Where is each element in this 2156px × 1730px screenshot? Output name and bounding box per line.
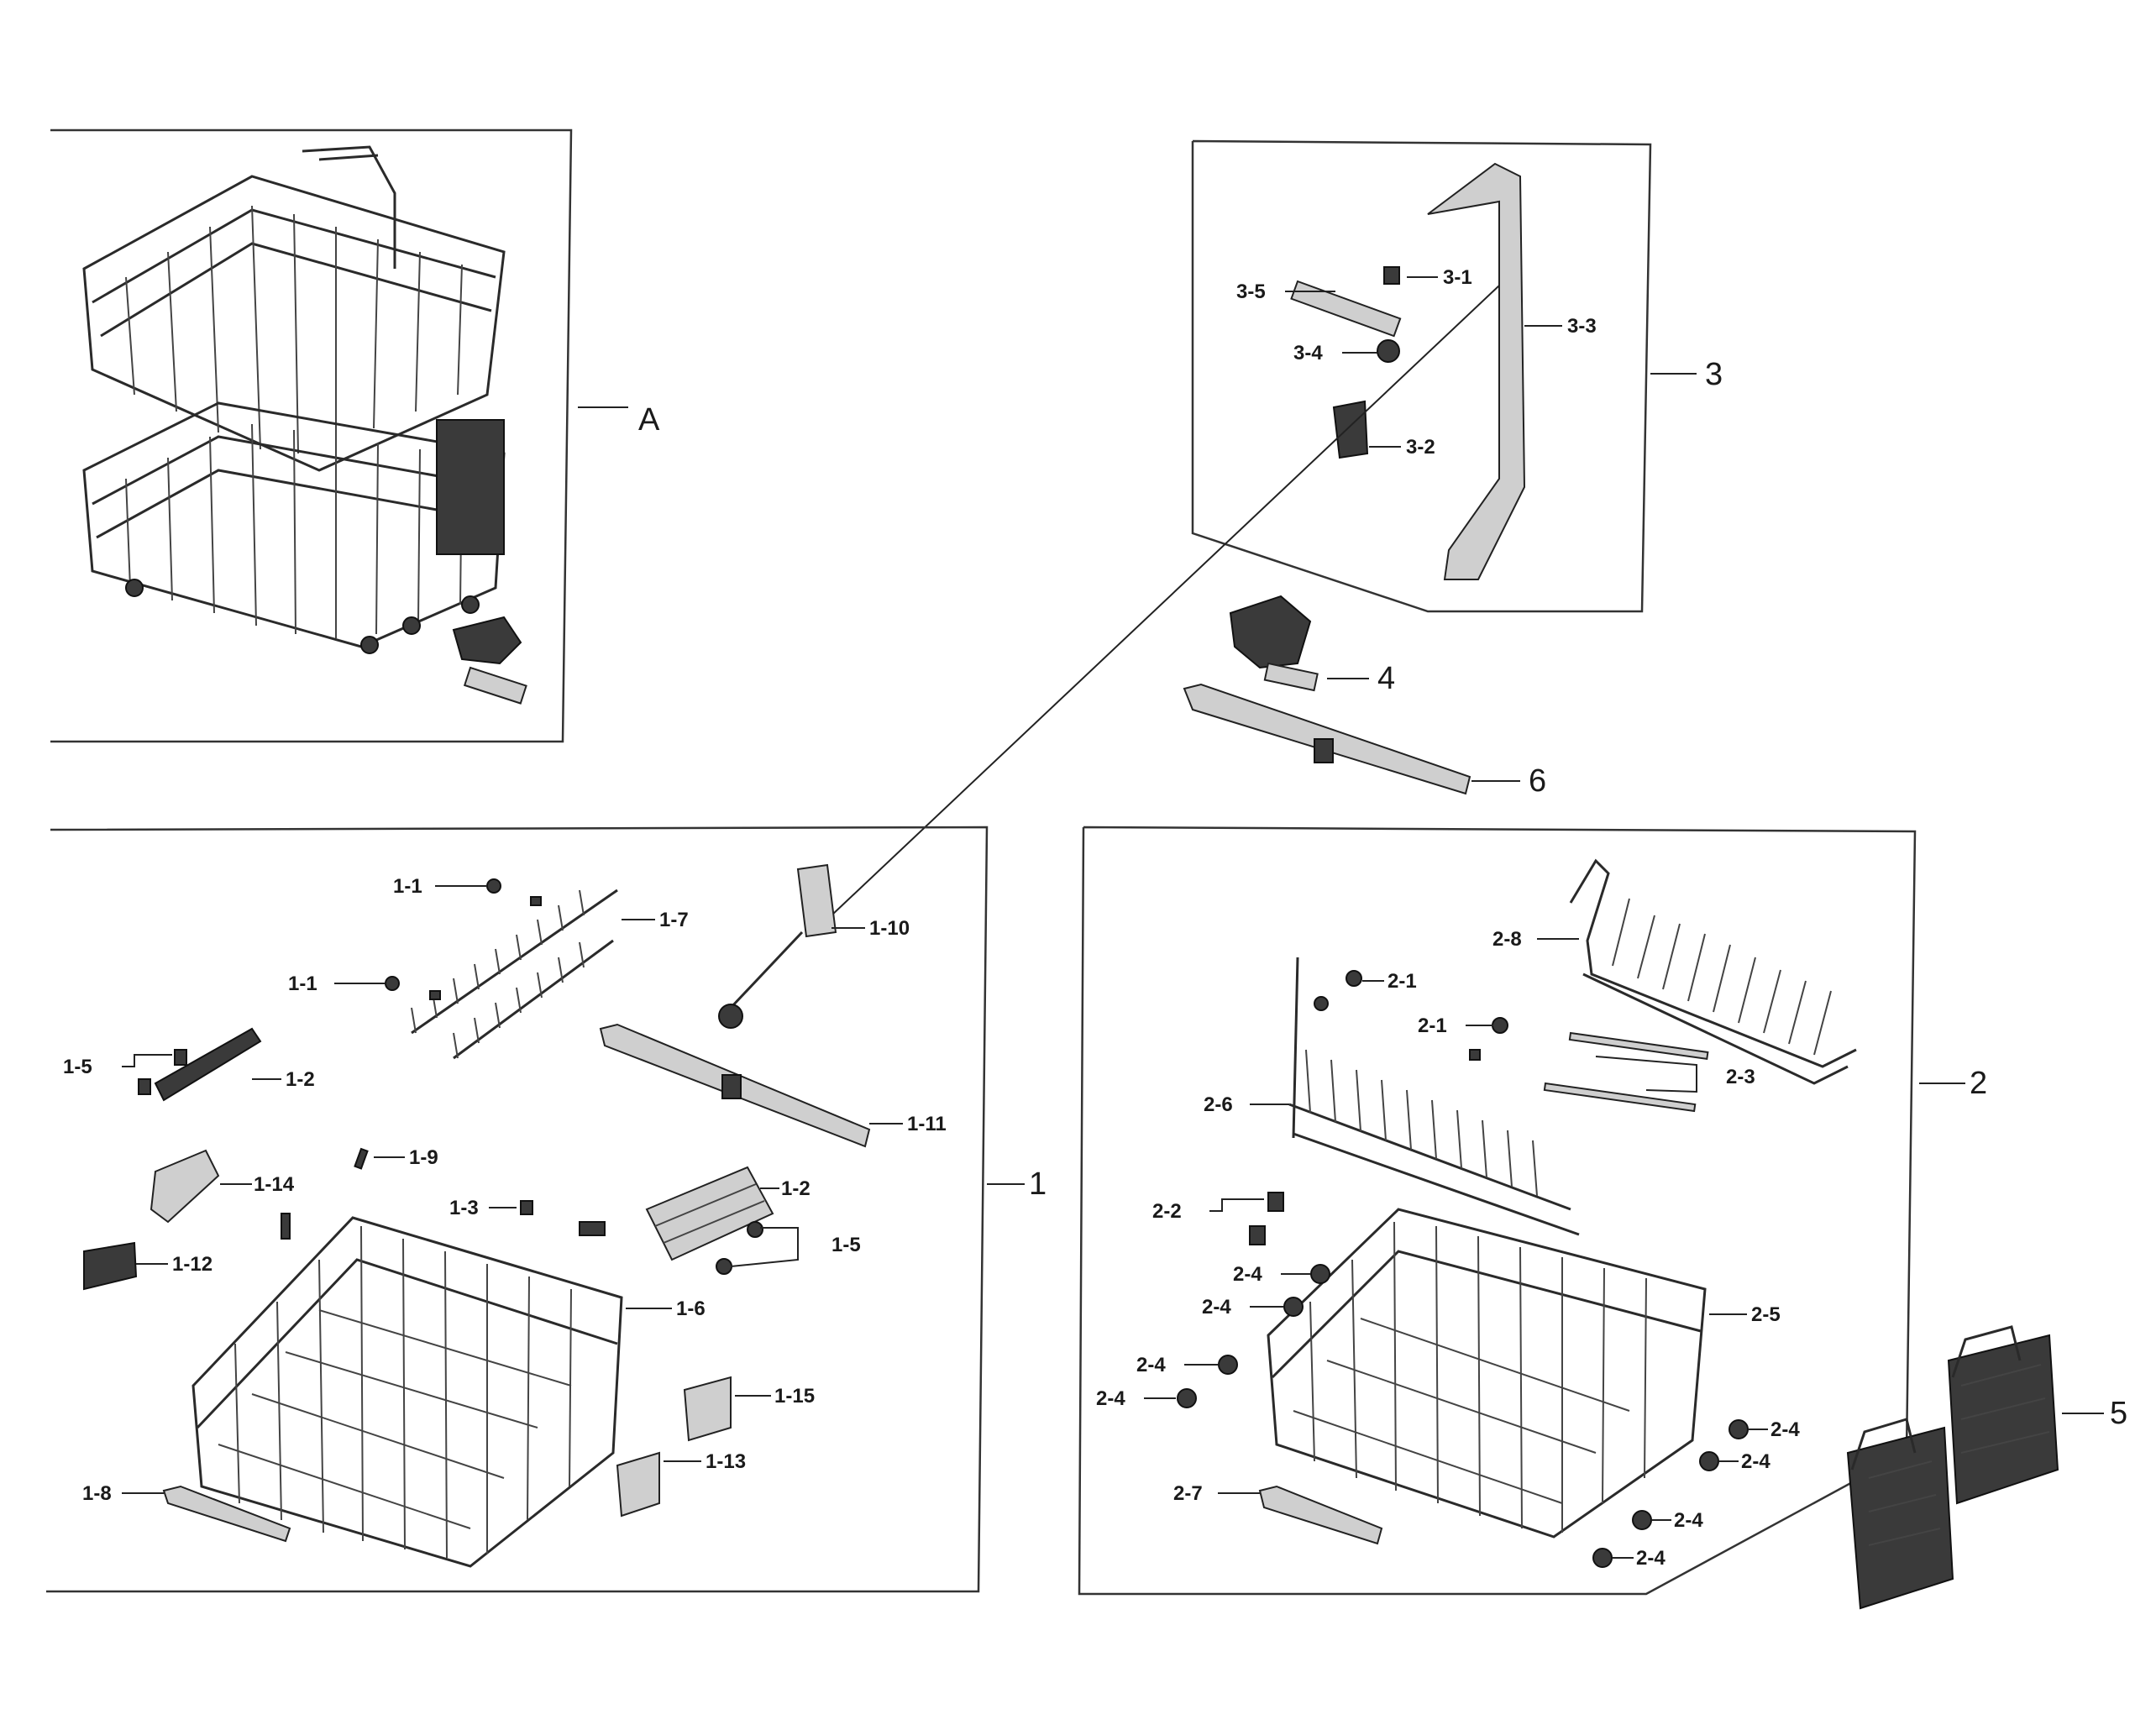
lower-rack-1-6-illustration [191,1216,623,1568]
part-1-9-shape [354,1147,369,1170]
basket-2-5-illustration [1267,1208,1707,1539]
group-2-frame [1078,826,1917,1596]
label-2-4-a: 2-4 [1233,1263,1262,1286]
group-1-assembly: 1-1 1-1 1-7 1-10 1-11 1-5 1-2 1-9 1-14 1… [46,826,1047,1593]
part-2-3b-shape [1543,1082,1697,1113]
label-1: 1 [1029,1166,1047,1202]
label-1-3: 1-3 [449,1197,479,1219]
label-2-2: 2-2 [1152,1200,1182,1223]
upper-rack-illustration [82,145,506,472]
label-1-6: 1-6 [676,1298,706,1320]
label-2-4-c: 2-4 [1136,1354,1166,1376]
part-1-13-shape [616,1451,660,1518]
spray-arm-3-5-shape [1290,280,1402,338]
label-1-1-a: 1-1 [393,875,422,898]
label-3-5: 3-5 [1236,280,1266,303]
label-2-1-b: 2-1 [1418,1014,1447,1037]
label-3: 3 [1705,357,1723,392]
label-2-4-b: 2-4 [1202,1296,1231,1318]
group-3-frame [1191,139,1652,613]
part-3-1-shape [1383,266,1400,285]
part-1-12-shape [83,1241,138,1291]
part-1-1a-shape [486,878,501,894]
connector-line [831,285,1500,916]
part-2-1a-shape [1346,970,1362,987]
part-1-1b-shape [385,976,400,991]
label-4: 4 [1377,661,1395,696]
basket-5b-shape [1846,1426,1954,1610]
label-2: 2 [1970,1066,1987,1101]
label-3-1: 3-1 [1443,266,1472,289]
part-3-4-shape [1377,339,1400,363]
label-3-3: 3-3 [1567,315,1597,338]
part-4-and-6: 4 6 [1183,595,1546,799]
pipe-3-3-shape [1427,162,1526,580]
part-1-3-shape [520,1200,533,1215]
group-3-assembly: 3-1 3-5 3-4 3-3 3-2 3 [1191,139,1723,613]
label-1-5-a: 1-5 [63,1056,92,1078]
part-1-15-shape [683,1376,732,1442]
tines-2-6-illustration [1288,957,1580,1236]
label-1-7: 1-7 [659,909,689,931]
group-2-assembly: 2-1 2-1 2-8 2-3 2-6 2-2 2-4 2-4 2-4 2-4 … [1078,826,1987,1596]
label-1-15: 1-15 [774,1385,815,1408]
label-1-5-b: 1-5 [831,1234,861,1256]
label-1-1-b: 1-1 [288,972,317,995]
group-a-frame [50,128,573,743]
label-1-2-b: 1-2 [781,1177,810,1200]
label-3-4: 3-4 [1293,342,1323,364]
part-1-2a-shape [154,1027,262,1102]
part-1-8-shape [162,1485,291,1543]
label-1-2-a: 1-2 [286,1068,315,1091]
label-2-4-g: 2-4 [1674,1509,1703,1532]
part-3-2-shape [1332,400,1369,459]
label-1-8: 1-8 [82,1482,112,1505]
part-5-baskets: 5 [1846,1325,2127,1610]
basket-5a-shape [1947,1334,2059,1505]
part-4-shape [1229,595,1312,669]
label-1-14: 1-14 [254,1173,295,1196]
part-1-2b-shape [645,1166,774,1261]
label-1-13: 1-13 [706,1450,746,1473]
label-2-4-f: 2-4 [1741,1450,1770,1473]
label-3-2: 3-2 [1406,436,1435,459]
label-2-4-e: 2-4 [1770,1418,1800,1441]
group-a-assembly: A [50,128,660,743]
label-2-6: 2-6 [1204,1093,1233,1116]
label-2-4-d: 2-4 [1096,1387,1125,1410]
label-2-5: 2-5 [1751,1303,1781,1326]
label-2-1-a: 2-1 [1387,970,1417,993]
part-2-2a-shape [1267,1192,1284,1212]
part-1-5b-shape [716,1258,732,1275]
label-6: 6 [1529,763,1546,799]
label-1-9: 1-9 [409,1146,438,1169]
part-1-10-shape [796,863,837,938]
spray-arm-illustration-a [452,616,527,705]
part-2-7-shape [1258,1485,1383,1545]
cutlery-basket-shape [436,419,505,555]
label-2-7: 2-7 [1173,1482,1203,1505]
part-2-1b-shape [1492,1017,1508,1034]
rack-2-8-illustration [1569,858,1857,1085]
label-5: 5 [2110,1396,2127,1431]
group-1-frame [46,826,989,1593]
label-a: A [638,402,660,438]
lower-rack-illustration [82,401,506,654]
label-2-4-h: 2-4 [1636,1547,1666,1570]
part-1-14-shape [150,1149,220,1224]
label-2-3: 2-3 [1726,1066,1755,1088]
label-2-8: 2-8 [1492,928,1522,951]
label-1-12: 1-12 [172,1253,212,1276]
part-2-3a-shape [1568,1031,1709,1061]
label-1-11: 1-11 [907,1113,947,1135]
tines-1-7-illustration [411,889,618,1060]
label-1-10: 1-10 [869,917,910,940]
